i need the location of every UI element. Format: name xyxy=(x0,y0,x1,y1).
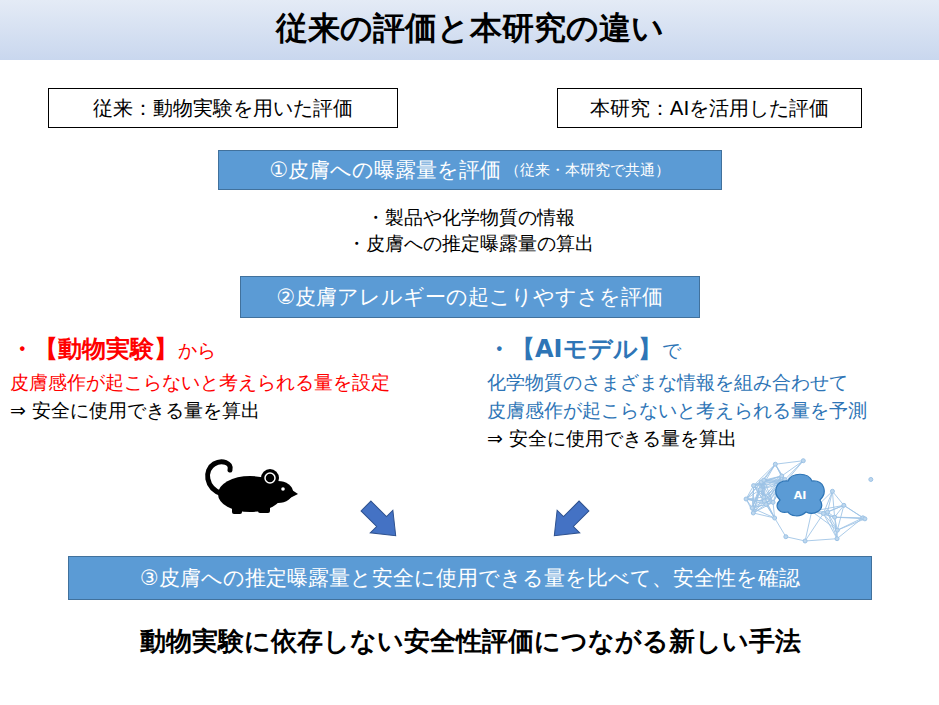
note-text: 皮膚感作が起こらないと考えられる量を設定 xyxy=(10,371,390,394)
box-text: ③皮膚への推定曝露量と安全に使用できる量を比べて、安全性を確認 xyxy=(140,564,800,592)
note-text: 化学物質のさまざまな情報を組み合わせて xyxy=(487,371,848,394)
note-text: 動物実験に依存しない安全性評価につながる新しい手法 xyxy=(140,626,801,657)
heading-box: 従来：動物実験を用いた評価 xyxy=(48,88,398,128)
block-arrow xyxy=(543,495,595,547)
note-text: ・皮膚への推定曝露量の算出 xyxy=(347,232,594,255)
title-band xyxy=(0,0,939,60)
ai-network-icon xyxy=(744,459,873,543)
box-text: （従来・本研究で共通） xyxy=(505,161,670,180)
note-text: 皮膚感作が起こらないと考えられる量を予測 xyxy=(487,399,867,422)
note-text: から xyxy=(178,339,216,362)
step-box: ①皮膚への曝露量を評価（従来・本研究で共通） xyxy=(218,150,722,190)
box-text: ②皮膚アレルギーの起こりやすさを評価 xyxy=(277,283,664,311)
box-text: 従来：動物実験を用いた評価 xyxy=(93,95,353,122)
note-text: ⇒ 安全に使用できる量を算出 xyxy=(487,427,737,450)
diagram-title: 従来の評価と本研究の違い xyxy=(0,9,939,47)
note-text: ・【動物実験】 xyxy=(10,335,178,364)
box-text: ①皮膚への曝露量を評価 xyxy=(270,156,502,184)
note-text: ⇒ 安全に使用できる量を算出 xyxy=(10,399,260,422)
step-box: ③皮膚への推定曝露量と安全に使用できる量を比べて、安全性を確認 xyxy=(68,556,872,600)
icon-label: AI xyxy=(794,489,807,502)
note-text: ・【AIモデル】 xyxy=(487,335,662,364)
note-text: ・製品や化学物質の情報 xyxy=(366,206,575,229)
box-text: 本研究：AIを活用した評価 xyxy=(590,95,830,122)
mouse-icon xyxy=(208,462,298,514)
note-text: で xyxy=(662,339,681,362)
step-box: ②皮膚アレルギーの起こりやすさを評価 xyxy=(240,276,700,318)
block-arrow xyxy=(355,495,407,547)
heading-box: 本研究：AIを活用した評価 xyxy=(557,88,862,128)
